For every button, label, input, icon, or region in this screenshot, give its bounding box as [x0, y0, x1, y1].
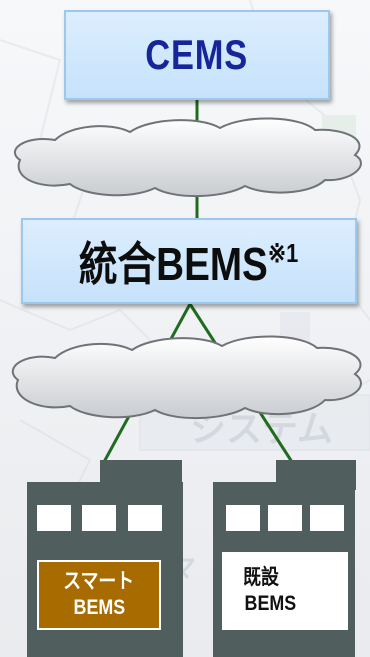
building-right-window — [268, 505, 302, 531]
cems-box: CEMS — [64, 10, 330, 100]
existing-bems-line2: BEMS — [244, 592, 297, 615]
integrated-bems-box: 統合BEMS※1 — [21, 218, 357, 304]
smart-bems-line2: BEMS — [73, 596, 125, 619]
integrated-bems-label: 統合BEMS※1 — [79, 228, 298, 294]
building-left-window — [82, 505, 116, 531]
existing-bems-line1: 既設 — [243, 565, 279, 589]
footnote-mark: ※1 — [268, 238, 299, 268]
building-left-roof — [100, 460, 182, 490]
building-left-window — [37, 505, 71, 531]
building-right-window — [310, 505, 344, 531]
cems-label: CEMS — [145, 31, 249, 78]
smart-bems-label-box: スマート BEMS — [37, 560, 161, 630]
building-right-window — [226, 505, 260, 531]
integrated-bems-text: 統合BEMS — [79, 238, 269, 290]
existing-bems-label-box: 既設 BEMS — [222, 552, 348, 630]
building-left-window — [128, 505, 162, 531]
building-right-roof — [276, 460, 356, 490]
smart-bems-line1: スマート — [63, 569, 135, 593]
